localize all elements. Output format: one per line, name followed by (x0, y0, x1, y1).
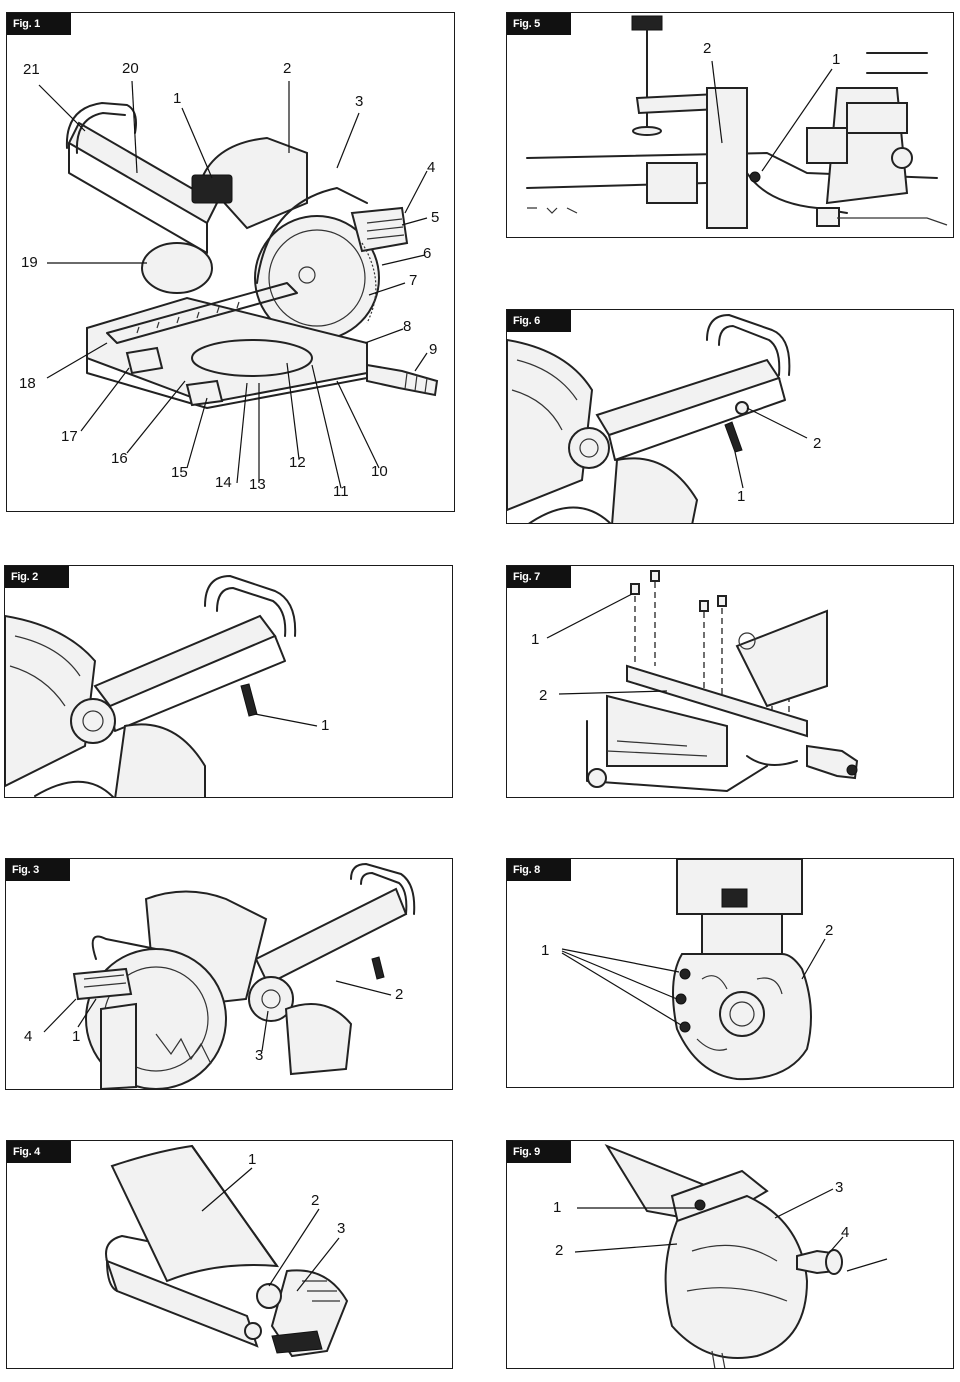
fig5-label-2: 2 (703, 40, 712, 57)
fig9-label-4: 4 (841, 1224, 850, 1241)
fig3-label-2: 2 (395, 986, 404, 1003)
fig7-label-2: 2 (539, 687, 548, 704)
figure-6-tag: Fig. 6 (507, 310, 571, 332)
fig1-label-5: 5 (431, 209, 440, 226)
fig1-label-15: 15 (171, 464, 188, 481)
dust-bag-drawing (105, 1144, 349, 1358)
figure-2-panel: Fig. 2 1 (4, 565, 453, 798)
mounting-bolts-drawing (546, 570, 859, 792)
fig3-label-1: 1 (72, 1028, 81, 1045)
fig4-label-2: 2 (311, 1192, 320, 1209)
fig8-label-1: 1 (541, 942, 550, 959)
figure-9-tag: Fig. 9 (507, 1141, 571, 1163)
fig1-label-16: 16 (111, 450, 128, 467)
fig4-label-3: 3 (337, 1220, 346, 1237)
fig9-label-1: 1 (553, 1199, 562, 1216)
fig9-label-3: 3 (835, 1179, 844, 1196)
fig1-label-3: 3 (355, 93, 364, 110)
figure-7-tag: Fig. 7 (507, 566, 571, 588)
fig1-label-7: 7 (409, 272, 418, 289)
fig4-label-1: 1 (248, 1151, 257, 1168)
figure-5-tag: Fig. 5 (507, 13, 571, 35)
rail-handle-drawing (507, 314, 808, 523)
figure-9-panel: Fig. 9 1 2 3 4 (506, 1140, 954, 1369)
figure-4-tag: Fig. 4 (7, 1141, 71, 1163)
fig3-label-4: 4 (24, 1028, 33, 1045)
figure-8-panel: Fig. 8 1 2 (506, 858, 954, 1088)
figure-1-tag: Fig. 1 (7, 13, 71, 35)
figure-1-panel: Fig. 1 (6, 12, 455, 512)
clamp-mounting-drawing (526, 15, 948, 229)
fig1-label-19: 19 (21, 254, 38, 271)
figure-6-panel: Fig. 6 2 1 (506, 309, 954, 524)
fig3-label-3: 3 (255, 1047, 264, 1064)
fig1-label-2: 2 (283, 60, 292, 77)
figure-4-panel: Fig. 4 1 2 3 (6, 1140, 453, 1369)
fig1-label-21: 21 (23, 61, 40, 78)
fig6-label-1: 1 (737, 488, 746, 505)
figure-5-panel: Fig. 5 2 1 (506, 12, 954, 238)
fig1-label-4: 4 (427, 159, 436, 176)
fig1-label-12: 12 (289, 454, 306, 471)
fig1-label-13: 13 (249, 476, 266, 493)
saw-head-lock-drawing (43, 863, 416, 1089)
fig5-label-1: 1 (832, 51, 841, 68)
fig1-label-8: 8 (403, 318, 412, 335)
figure-3-tag: Fig. 3 (6, 859, 70, 881)
fig1-label-11: 11 (333, 483, 349, 500)
blade-guard-screws-drawing (561, 859, 826, 1081)
fig1-label-17: 17 (61, 428, 78, 445)
rail-lock-knob-drawing (5, 575, 318, 797)
figure-7-panel: Fig. 7 1 2 (506, 565, 954, 798)
fig7-label-1: 1 (531, 631, 540, 648)
fig1-label-6: 6 (423, 245, 432, 262)
fig1-label-18: 18 (19, 375, 36, 392)
figure-2-tag: Fig. 2 (5, 566, 69, 588)
fig1-label-10: 10 (371, 463, 388, 480)
figure-3-panel: Fig. 3 4 1 3 2 (5, 858, 453, 1090)
fig2-label-1: 1 (321, 717, 330, 734)
fig1-label-9: 9 (429, 341, 438, 358)
fig9-label-2: 2 (555, 1242, 564, 1259)
fig1-label-14: 14 (215, 474, 232, 491)
fig1-label-20: 20 (122, 60, 139, 77)
figure-8-tag: Fig. 8 (507, 859, 571, 881)
blade-cover-knob-drawing (574, 1143, 888, 1368)
fig6-label-2: 2 (813, 435, 822, 452)
fig1-label-1: 1 (173, 90, 182, 107)
miter-saw-overview-drawing (38, 80, 439, 489)
fig8-label-2: 2 (825, 922, 834, 939)
